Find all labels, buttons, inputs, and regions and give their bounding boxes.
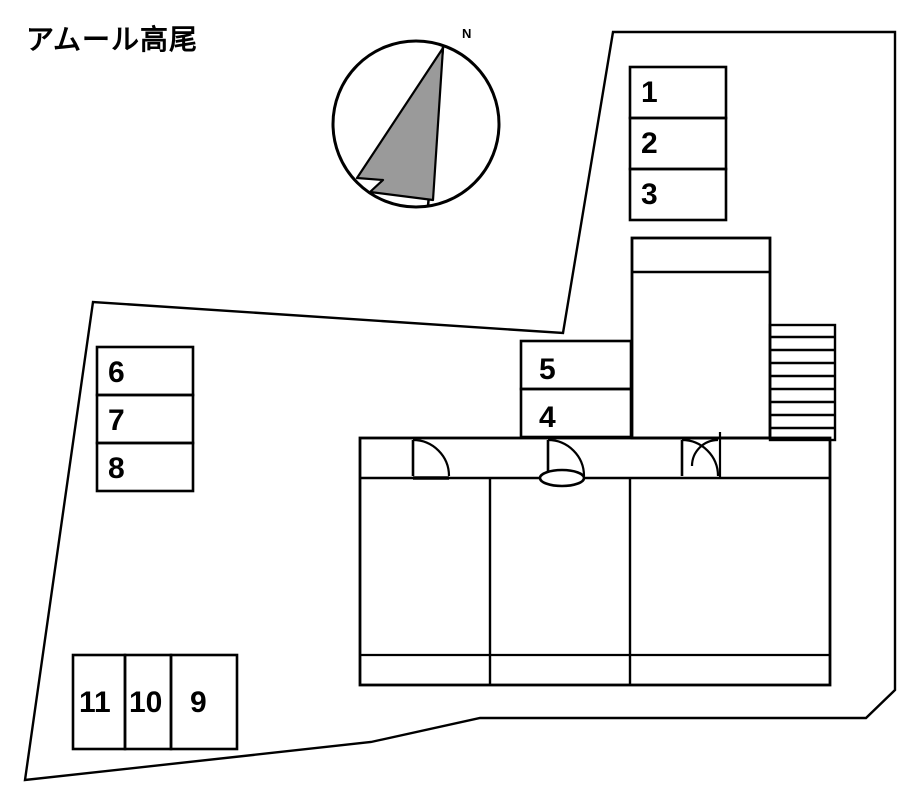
exterior-staircase: [768, 323, 837, 442]
entrance-door-1: [411, 438, 451, 480]
stair-hall-outline: [630, 236, 772, 440]
door-swing-arc-3: [681, 438, 720, 477]
parking-stall-7-label: 7: [108, 404, 125, 437]
parking-group-west: [95, 345, 195, 493]
parking-stall-9-label: 9: [190, 686, 207, 719]
door-swing-arc-2: [547, 438, 586, 477]
parking-stall-5[interactable]: [519, 339, 633, 391]
building-main-block: [358, 436, 832, 687]
parking-stall-10-label: 10: [129, 686, 163, 719]
parking-stall-3-label: 3: [641, 178, 658, 211]
main-block-outline: [358, 436, 832, 687]
parking-stall-4-label: 4: [539, 401, 556, 434]
parking-group-north-east: [628, 65, 728, 222]
parking-stall-3[interactable]: [628, 167, 728, 222]
parking-stall-1-label: 1: [641, 76, 658, 109]
entrance-door-3: [680, 432, 722, 478]
parking-stall-6-label: 6: [108, 356, 125, 389]
parking-stall-4[interactable]: [519, 387, 633, 439]
parking-stall-2-label: 2: [641, 127, 658, 160]
building-stair-hall: [630, 236, 772, 440]
door-swing-arc-3b: [690, 438, 719, 467]
compass-rose: [331, 39, 501, 209]
page-title: アムール高尾: [26, 24, 199, 55]
door-threshold-2: [538, 468, 586, 488]
compass-north-label: N: [462, 26, 472, 41]
compass-circle: [331, 39, 501, 209]
parking-stall-9[interactable]: [169, 653, 239, 751]
parking-group-center: [519, 339, 633, 439]
entrance-door-2: [538, 438, 586, 488]
parking-stall-8[interactable]: [95, 441, 195, 493]
parking-stall-8-label: 8: [108, 452, 125, 485]
parking-group-south-west: [71, 653, 239, 751]
parking-stall-5-label: 5: [539, 353, 556, 386]
parking-stall-11-label: 11: [79, 686, 111, 719]
door-swing-arc-1: [412, 438, 451, 477]
compass-north-arrow: [355, 46, 445, 202]
staircase-outline: [768, 323, 837, 442]
site-boundary: [23, 30, 897, 782]
